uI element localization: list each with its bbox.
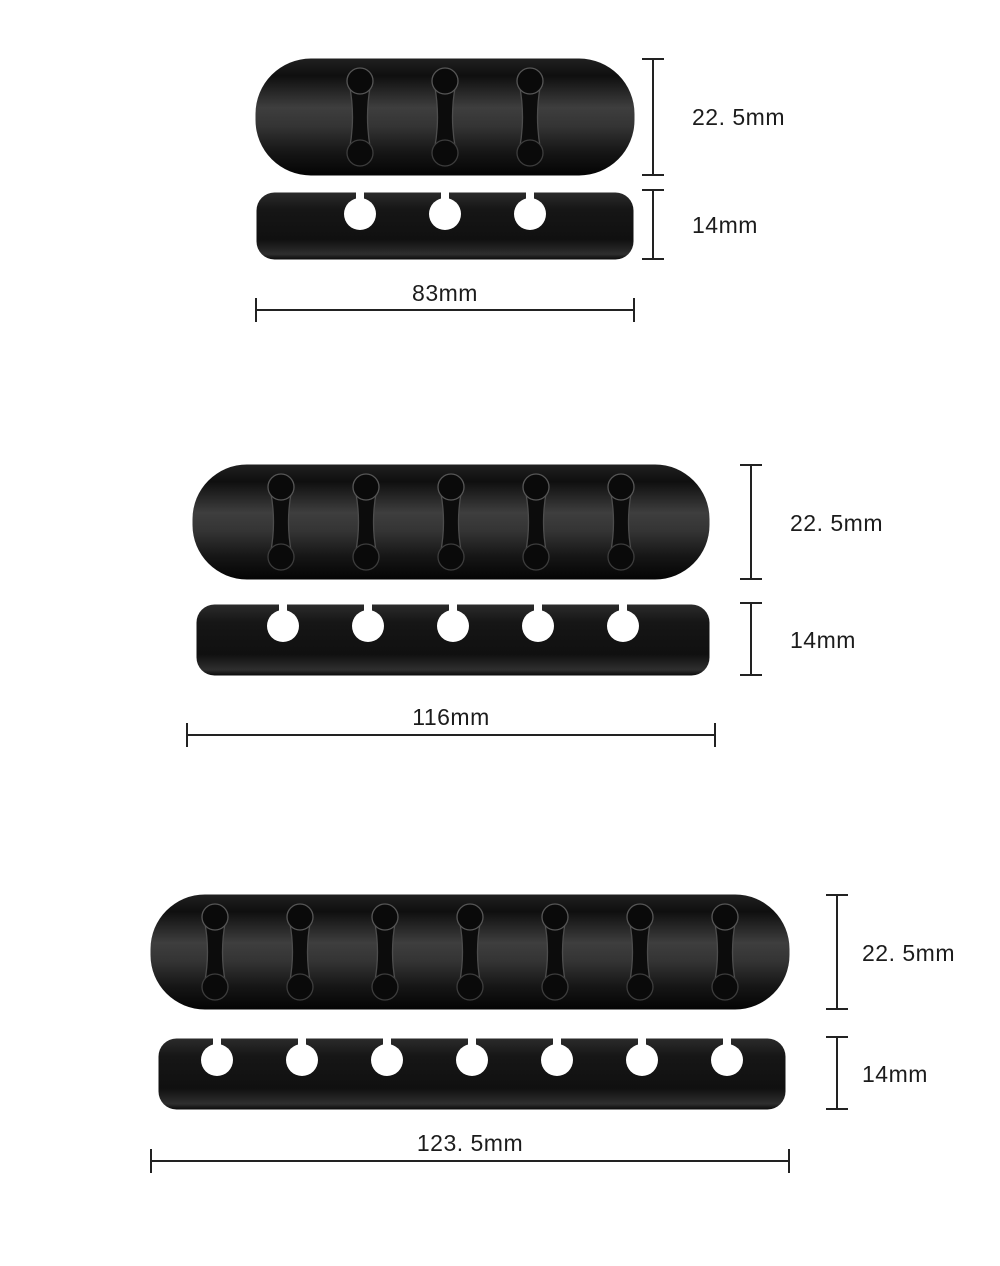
- top-view-3-slot: [255, 58, 635, 176]
- dimension-label-side-height: 14mm: [692, 212, 758, 238]
- dimension-line-side-height: [826, 1036, 848, 1110]
- dimension-label-top-height: 22. 5mm: [790, 510, 883, 536]
- top-view-7-slot: [150, 894, 790, 1010]
- dimension-line-width: [186, 723, 716, 747]
- dimension-line-width: [150, 1149, 790, 1173]
- dimension-label-side-height: 14mm: [862, 1061, 928, 1087]
- dimension-label-width: 83mm: [412, 280, 478, 306]
- top-view-5-slot: [192, 464, 710, 580]
- side-view-3-slot: [256, 192, 634, 260]
- dimension-label-width: 123. 5mm: [416, 1130, 524, 1156]
- dimension-line-side-height: [740, 602, 762, 676]
- side-view-7-slot: [158, 1038, 786, 1110]
- dimension-line-top-height: [826, 894, 848, 1010]
- side-view-5-slot: [196, 604, 710, 676]
- dimension-label-side-height: 14mm: [790, 627, 856, 653]
- dimension-line-top-height: [642, 58, 664, 176]
- dimension-line-width: [255, 298, 635, 322]
- dimension-line-side-height: [642, 189, 664, 260]
- dimension-label-top-height: 22. 5mm: [692, 104, 785, 130]
- dimension-line-top-height: [740, 464, 762, 580]
- dimension-label-top-height: 22. 5mm: [862, 940, 955, 966]
- dimension-label-width: 116mm: [412, 704, 490, 730]
